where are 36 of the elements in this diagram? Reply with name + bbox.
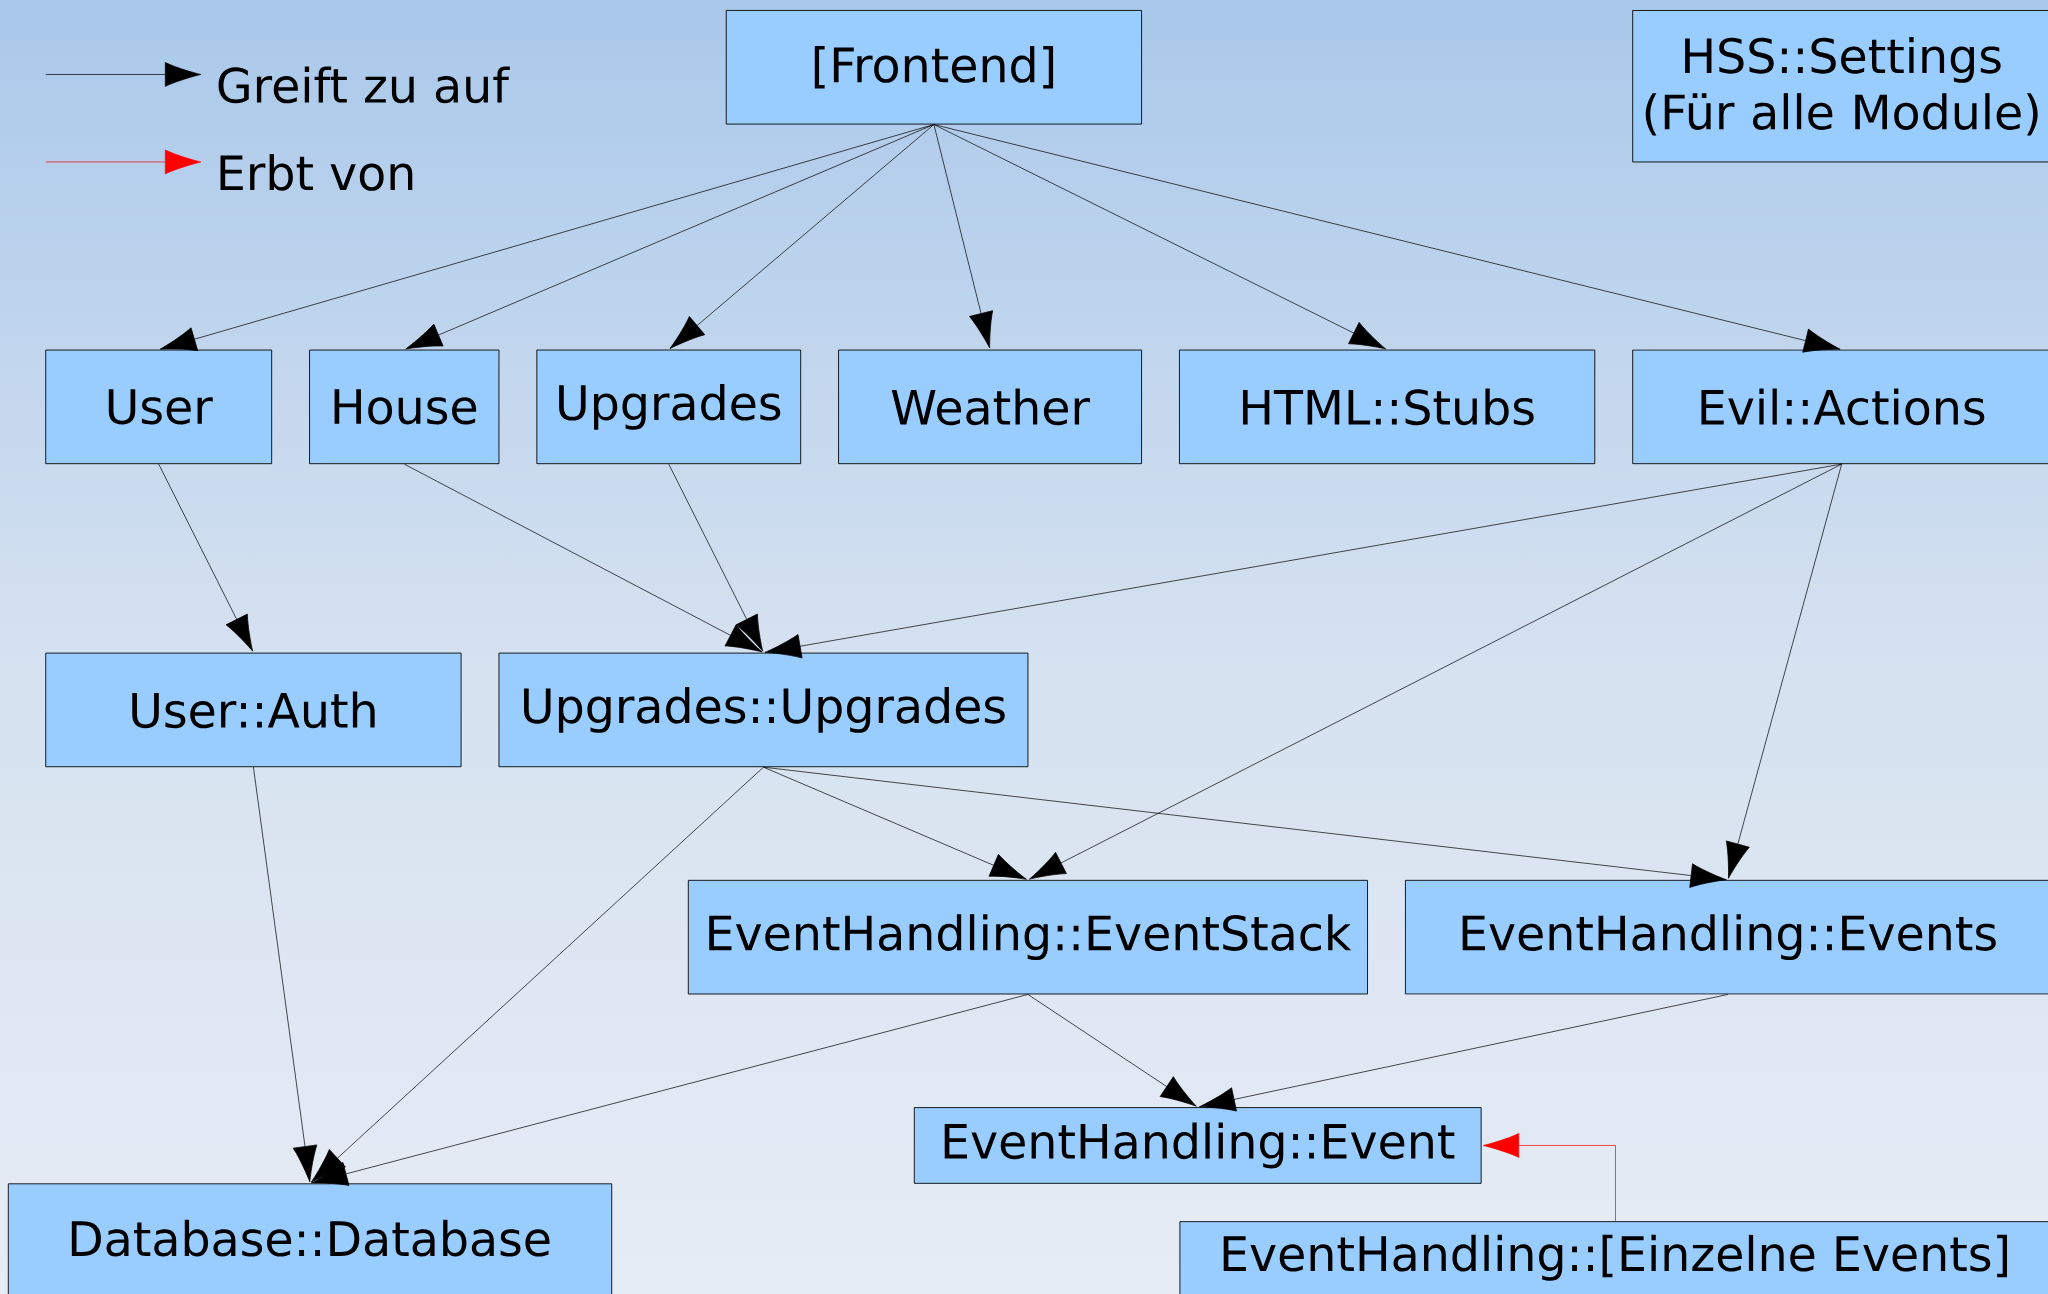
legend-label: Erbt von xyxy=(220,154,413,191)
arrow xyxy=(933,124,993,349)
module-box: User::Auth xyxy=(45,652,462,768)
module-box: HSS::Settings (Für alle Module) xyxy=(1632,10,2048,163)
module-box: User xyxy=(45,349,273,465)
module-box: EventHandling::Events xyxy=(1405,879,2048,995)
arrow xyxy=(158,463,254,652)
legend-label: Greift zu auf xyxy=(218,66,510,104)
module-box: [Frontend] xyxy=(725,10,1143,125)
module-box: HTML::Stubs xyxy=(1179,349,1596,465)
arrow xyxy=(1029,463,1842,880)
arrow xyxy=(1198,994,1729,1112)
arrow xyxy=(310,766,764,1183)
module-box: Upgrades xyxy=(536,349,802,465)
arrow xyxy=(763,766,1027,880)
module-box: Weather xyxy=(838,349,1142,465)
arrow xyxy=(1027,994,1197,1107)
arrow xyxy=(311,994,1029,1186)
arrow xyxy=(1725,463,1842,879)
arrow xyxy=(403,463,763,653)
arrow xyxy=(405,124,935,350)
arrow xyxy=(253,766,318,1183)
module-box: Database::Database xyxy=(7,1183,613,1294)
module-box: Upgrades::Upgrades xyxy=(498,652,1029,768)
arrow xyxy=(763,766,1727,888)
arrow xyxy=(669,124,935,349)
module-box: House xyxy=(309,349,500,465)
arrow xyxy=(933,124,1841,353)
module-box: EventHandling::EventStack xyxy=(687,879,1368,995)
arrow xyxy=(764,463,1842,659)
module-box: EventHandling::Event xyxy=(913,1107,1482,1184)
module-box: EventHandling::[Einzelne Events] xyxy=(1179,1221,2048,1294)
arrow xyxy=(933,124,1386,350)
module-box: Evil::Actions xyxy=(1632,349,2048,465)
arrow xyxy=(668,463,764,652)
arrow xyxy=(1482,1133,1616,1222)
